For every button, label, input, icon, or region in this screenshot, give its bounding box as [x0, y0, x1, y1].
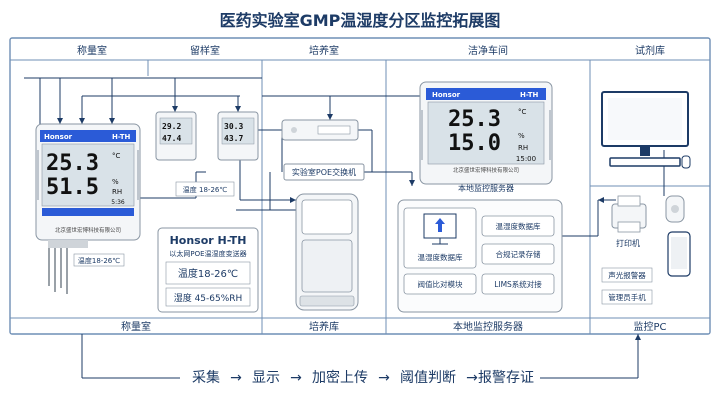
zone-label-reagent: 试剂库: [635, 44, 665, 57]
device-hum: 51.5: [46, 175, 99, 200]
flow-step-5: 报警存证: [478, 370, 534, 386]
flow-arrow-1: →: [230, 370, 242, 386]
flow-line: 采集 → 显示 → 加密上传 → 阈值判断 → 报警存证: [192, 369, 534, 386]
zone-label-culture-top: 培养室: [309, 44, 339, 57]
zone-label-culture-bottom: 培养库: [309, 320, 339, 333]
server-db-right: 温湿度数据库: [496, 221, 541, 231]
sensor-device-large: Honsor H-TH 25.3 °C 51.5 % RH 5:36 北京盛世宏…: [35, 123, 141, 294]
sensor-probe-icon: [48, 248, 68, 294]
device-hum-unit2: RH: [112, 188, 122, 196]
small1-temp: 29.2: [162, 122, 181, 131]
zone-label-weighing-top: 称量室: [77, 44, 107, 57]
sample-label: 温度 18-26℃: [183, 185, 228, 194]
flow-arrow-2: →: [290, 370, 302, 386]
server-lims: LIMS系统对接: [494, 279, 542, 289]
clean-device-label: 本地监控服务器: [458, 183, 514, 193]
poe-switch-box: [283, 163, 365, 181]
clean-device-time: 15:00: [516, 155, 536, 163]
vent-grille-left: [37, 150, 139, 200]
info-hum-range: 湿度 45-65%RH: [174, 292, 243, 304]
flow-step-1: 采集: [192, 369, 220, 386]
computer-icon: [601, 91, 691, 169]
info-box: Honsor H-TH 以太网POE温湿度变送器 温度18-26℃ 湿度 45-…: [157, 227, 259, 313]
clean-device-brand: Honsor: [432, 91, 461, 99]
flow-step-4: 阈值判断: [400, 370, 456, 386]
device-time: 5:36: [111, 199, 125, 206]
server-panel: 温湿度数据库 阀值比对模块 温湿度数据库 合规记录存储 LIMS系统对接: [397, 199, 563, 313]
clean-device-hum-unit2: RH: [518, 144, 528, 152]
zone-label-weighing-bottom: 称量室: [121, 320, 151, 333]
pc-admin-box: [601, 289, 653, 305]
phone-icon: [667, 231, 691, 277]
clean-device-model: H-TH: [520, 91, 539, 99]
flow-step-3: 加密上传: [312, 369, 368, 386]
zone-label-pc-bottom: 监控PC: [633, 320, 666, 333]
flow-arrow-3: →: [378, 370, 390, 386]
diagram-title: 医药实验室GMP温湿度分区监控拓展图: [220, 11, 501, 30]
arrow-heads: [57, 106, 641, 340]
device-large-label: 温度18-26℃: [78, 256, 120, 265]
small2-temp: 30.3: [224, 122, 243, 131]
sensor-device-small-2: 30.3 43.7: [217, 111, 259, 161]
zone-label-server-bottom: 本地监控服务器: [453, 320, 523, 333]
pc-alarm-label: 声光报警器: [608, 270, 646, 280]
server-threshold: 阀值比对模块: [418, 279, 463, 289]
device-model: H-TH: [112, 133, 131, 141]
info-subtitle: 以太网POE温湿度变送器: [169, 249, 246, 258]
info-temp-range: 温度18-26℃: [178, 267, 238, 280]
info-title: Honsor H-TH: [170, 234, 247, 247]
server-compliance: 合规记录存储: [496, 249, 541, 259]
device-temp-unit: °C: [112, 152, 121, 160]
device-brand: Honsor: [44, 133, 73, 141]
vent-grille-clean: [421, 110, 551, 160]
storage-cabinet-icon: [295, 193, 359, 311]
clean-device-temp-unit: °C: [518, 108, 527, 116]
zone-label-sample: 留样室: [190, 44, 220, 57]
alarm-icon: [665, 195, 685, 223]
sensor-device-small-1: 29.2 47.4: [155, 111, 197, 161]
flow-step-2: 显示: [252, 370, 280, 386]
printer-icon: [611, 195, 647, 233]
clean-device-hum: 15.0: [448, 131, 501, 156]
small1-hum: 47.4: [162, 134, 181, 143]
sample-label-box: [175, 181, 235, 197]
clean-device-hum-unit: %: [518, 132, 525, 140]
pc-alarm-box: [601, 267, 653, 283]
flow-arrow-4: →: [466, 370, 478, 386]
sensor-device-clean: Honsor H-TH 25.3 °C 15.0 % RH 15:00 北京盛世…: [419, 81, 553, 185]
device-temp: 25.3: [46, 151, 99, 176]
device-footer: 北京盛世宏博科技有限公司: [55, 226, 121, 234]
clean-device-footer: 北京盛世宏博科技有限公司: [453, 166, 519, 174]
zone-label-clean: 洁净车间: [468, 44, 508, 57]
poe-switch-label: 实验室POE交换机: [292, 167, 356, 177]
small2-hum: 43.7: [224, 134, 243, 143]
incubator-icon: [281, 119, 359, 141]
device-hum-unit: %: [112, 178, 119, 186]
server-db-left: 温湿度数据库: [418, 252, 463, 262]
pc-printer-label: 打印机: [616, 238, 640, 248]
pc-admin-label: 管理员手机: [608, 292, 646, 302]
database-monitor-icon: [423, 213, 457, 245]
clean-device-temp: 25.3: [448, 107, 501, 132]
